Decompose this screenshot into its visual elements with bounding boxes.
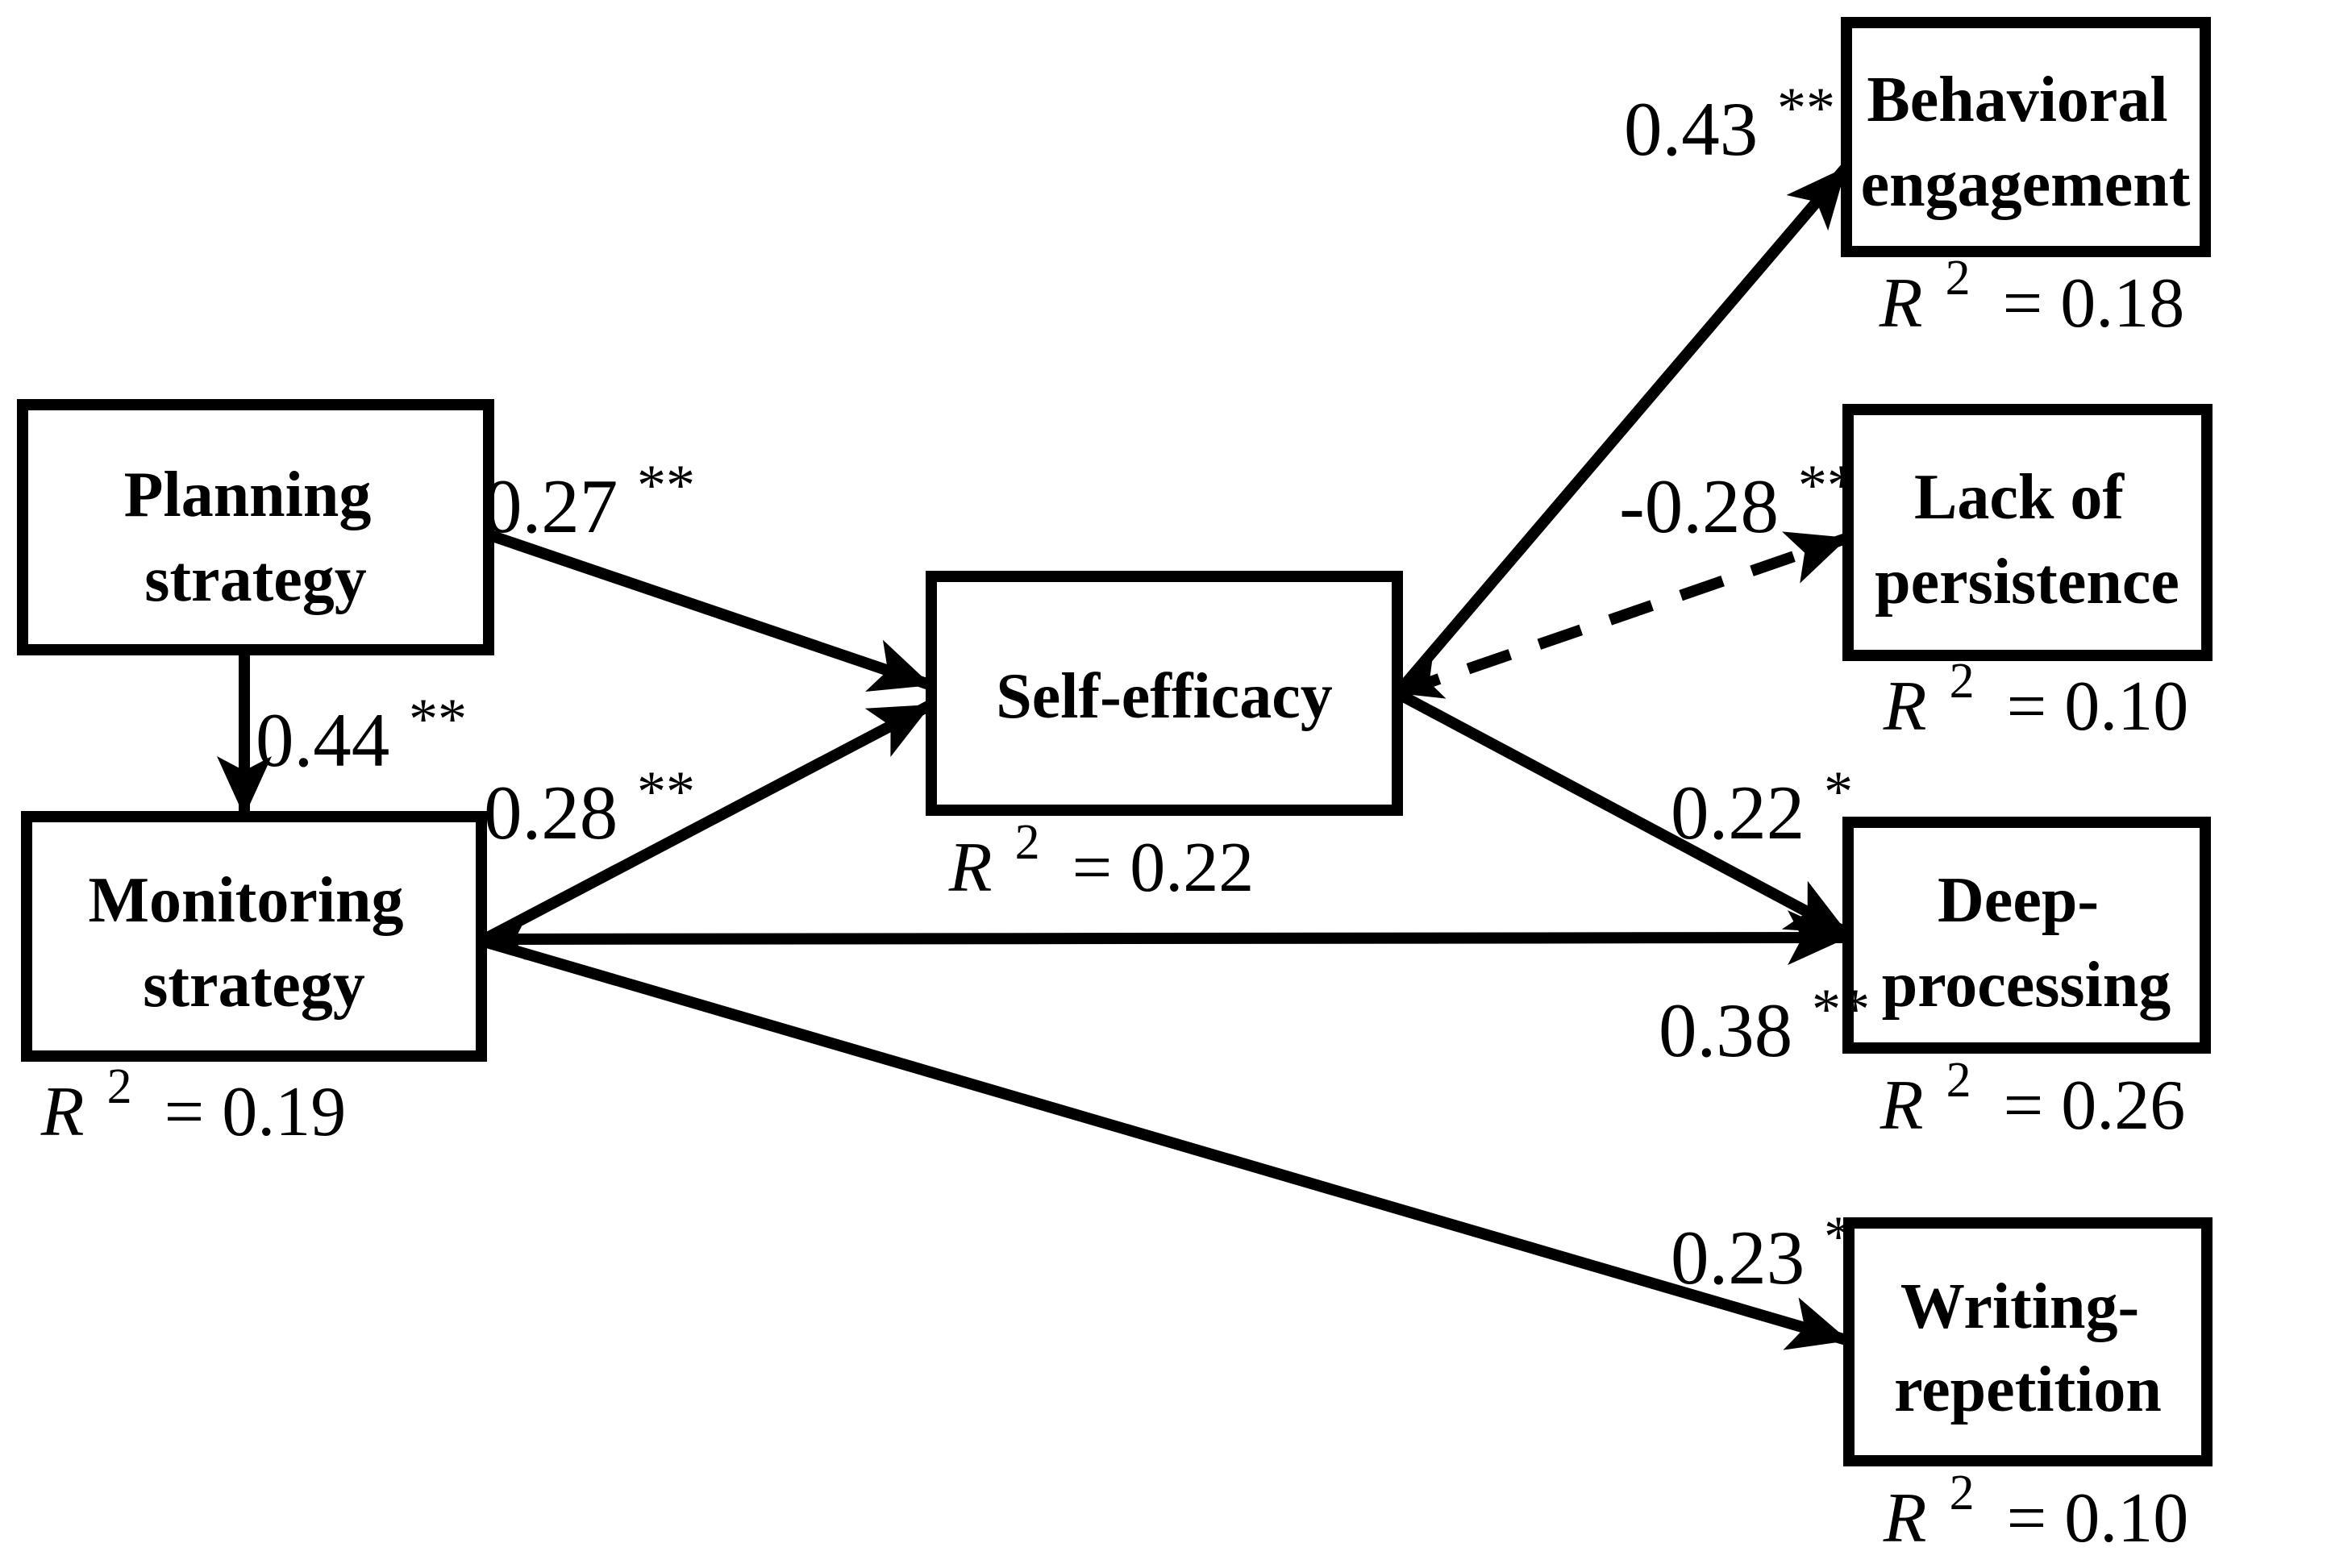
node-label-self-efficacy: Self-efficacy xyxy=(996,661,1333,732)
node-label-deep-processing: Deep- processing xyxy=(1882,865,2171,1021)
node-label-lack-of-persistence: Lack of persistence xyxy=(1875,462,2179,618)
coef-planning-to-monitoring: 0.44 ** xyxy=(256,687,467,783)
r2-monitoring-strategy: R 2 = 0.19 xyxy=(40,1041,346,1151)
r2-lack-of-persistence: R 2 = 0.10 xyxy=(1883,635,2188,746)
node-box-self-efficacy xyxy=(926,571,1403,816)
node-box-monitoring-strategy xyxy=(21,811,487,1062)
node-box-behavioral-engagement xyxy=(1841,17,2211,257)
coef-self-efficacy-to-behavioral: 0.43 ** xyxy=(1624,76,1835,172)
coef-self-efficacy-to-lack: -0.28 ** xyxy=(1619,453,1856,549)
node-box-lack-of-persistence xyxy=(1842,404,2213,661)
path-self-efficacy-to-deep-processing xyxy=(1394,688,1851,939)
path-monitoring-to-self-efficacy xyxy=(478,699,935,946)
path-planning-to-self-efficacy xyxy=(485,529,934,692)
node-box-deep-processing xyxy=(1842,817,2211,1054)
node-label-monitoring-strategy: Monitoring strategy xyxy=(88,865,419,1021)
r2-self-efficacy: R 2 = 0.22 xyxy=(948,796,1254,907)
coef-monitoring-to-deep: 0.38 ** xyxy=(1659,977,1870,1073)
node-box-writing-repetition xyxy=(1843,1217,2213,1466)
coef-monitoring-to-self-efficacy: 0.28 ** xyxy=(484,759,695,855)
path-monitoring-to-deep-processing xyxy=(481,910,1849,966)
node-label-behavioral-engagement: Behavioral engagement xyxy=(1861,64,2191,220)
coef-self-efficacy-to-deep: 0.22 * xyxy=(1671,759,1853,855)
path-monitoring-to-writing-repetition xyxy=(480,935,1850,1350)
node-box-planning-strategy xyxy=(17,399,494,655)
r2-deep-processing: R 2 = 0.26 xyxy=(1880,1034,2185,1145)
node-label-writing-repetition: Writing- repetition xyxy=(1894,1271,2162,1425)
coef-monitoring-to-writing: 0.23 * xyxy=(1671,1204,1853,1300)
node-label-planning-strategy: Planning strategy xyxy=(124,460,388,615)
coef-planning-to-self-efficacy: 0.27 ** xyxy=(484,453,695,549)
r2-writing-repetition: R 2 = 0.10 xyxy=(1883,1447,2188,1558)
r2-behavioral-engagement: R 2 = 0.18 xyxy=(1879,232,2184,343)
path-self-efficacy-to-lack-of-persistence-dashed xyxy=(1395,531,1850,699)
